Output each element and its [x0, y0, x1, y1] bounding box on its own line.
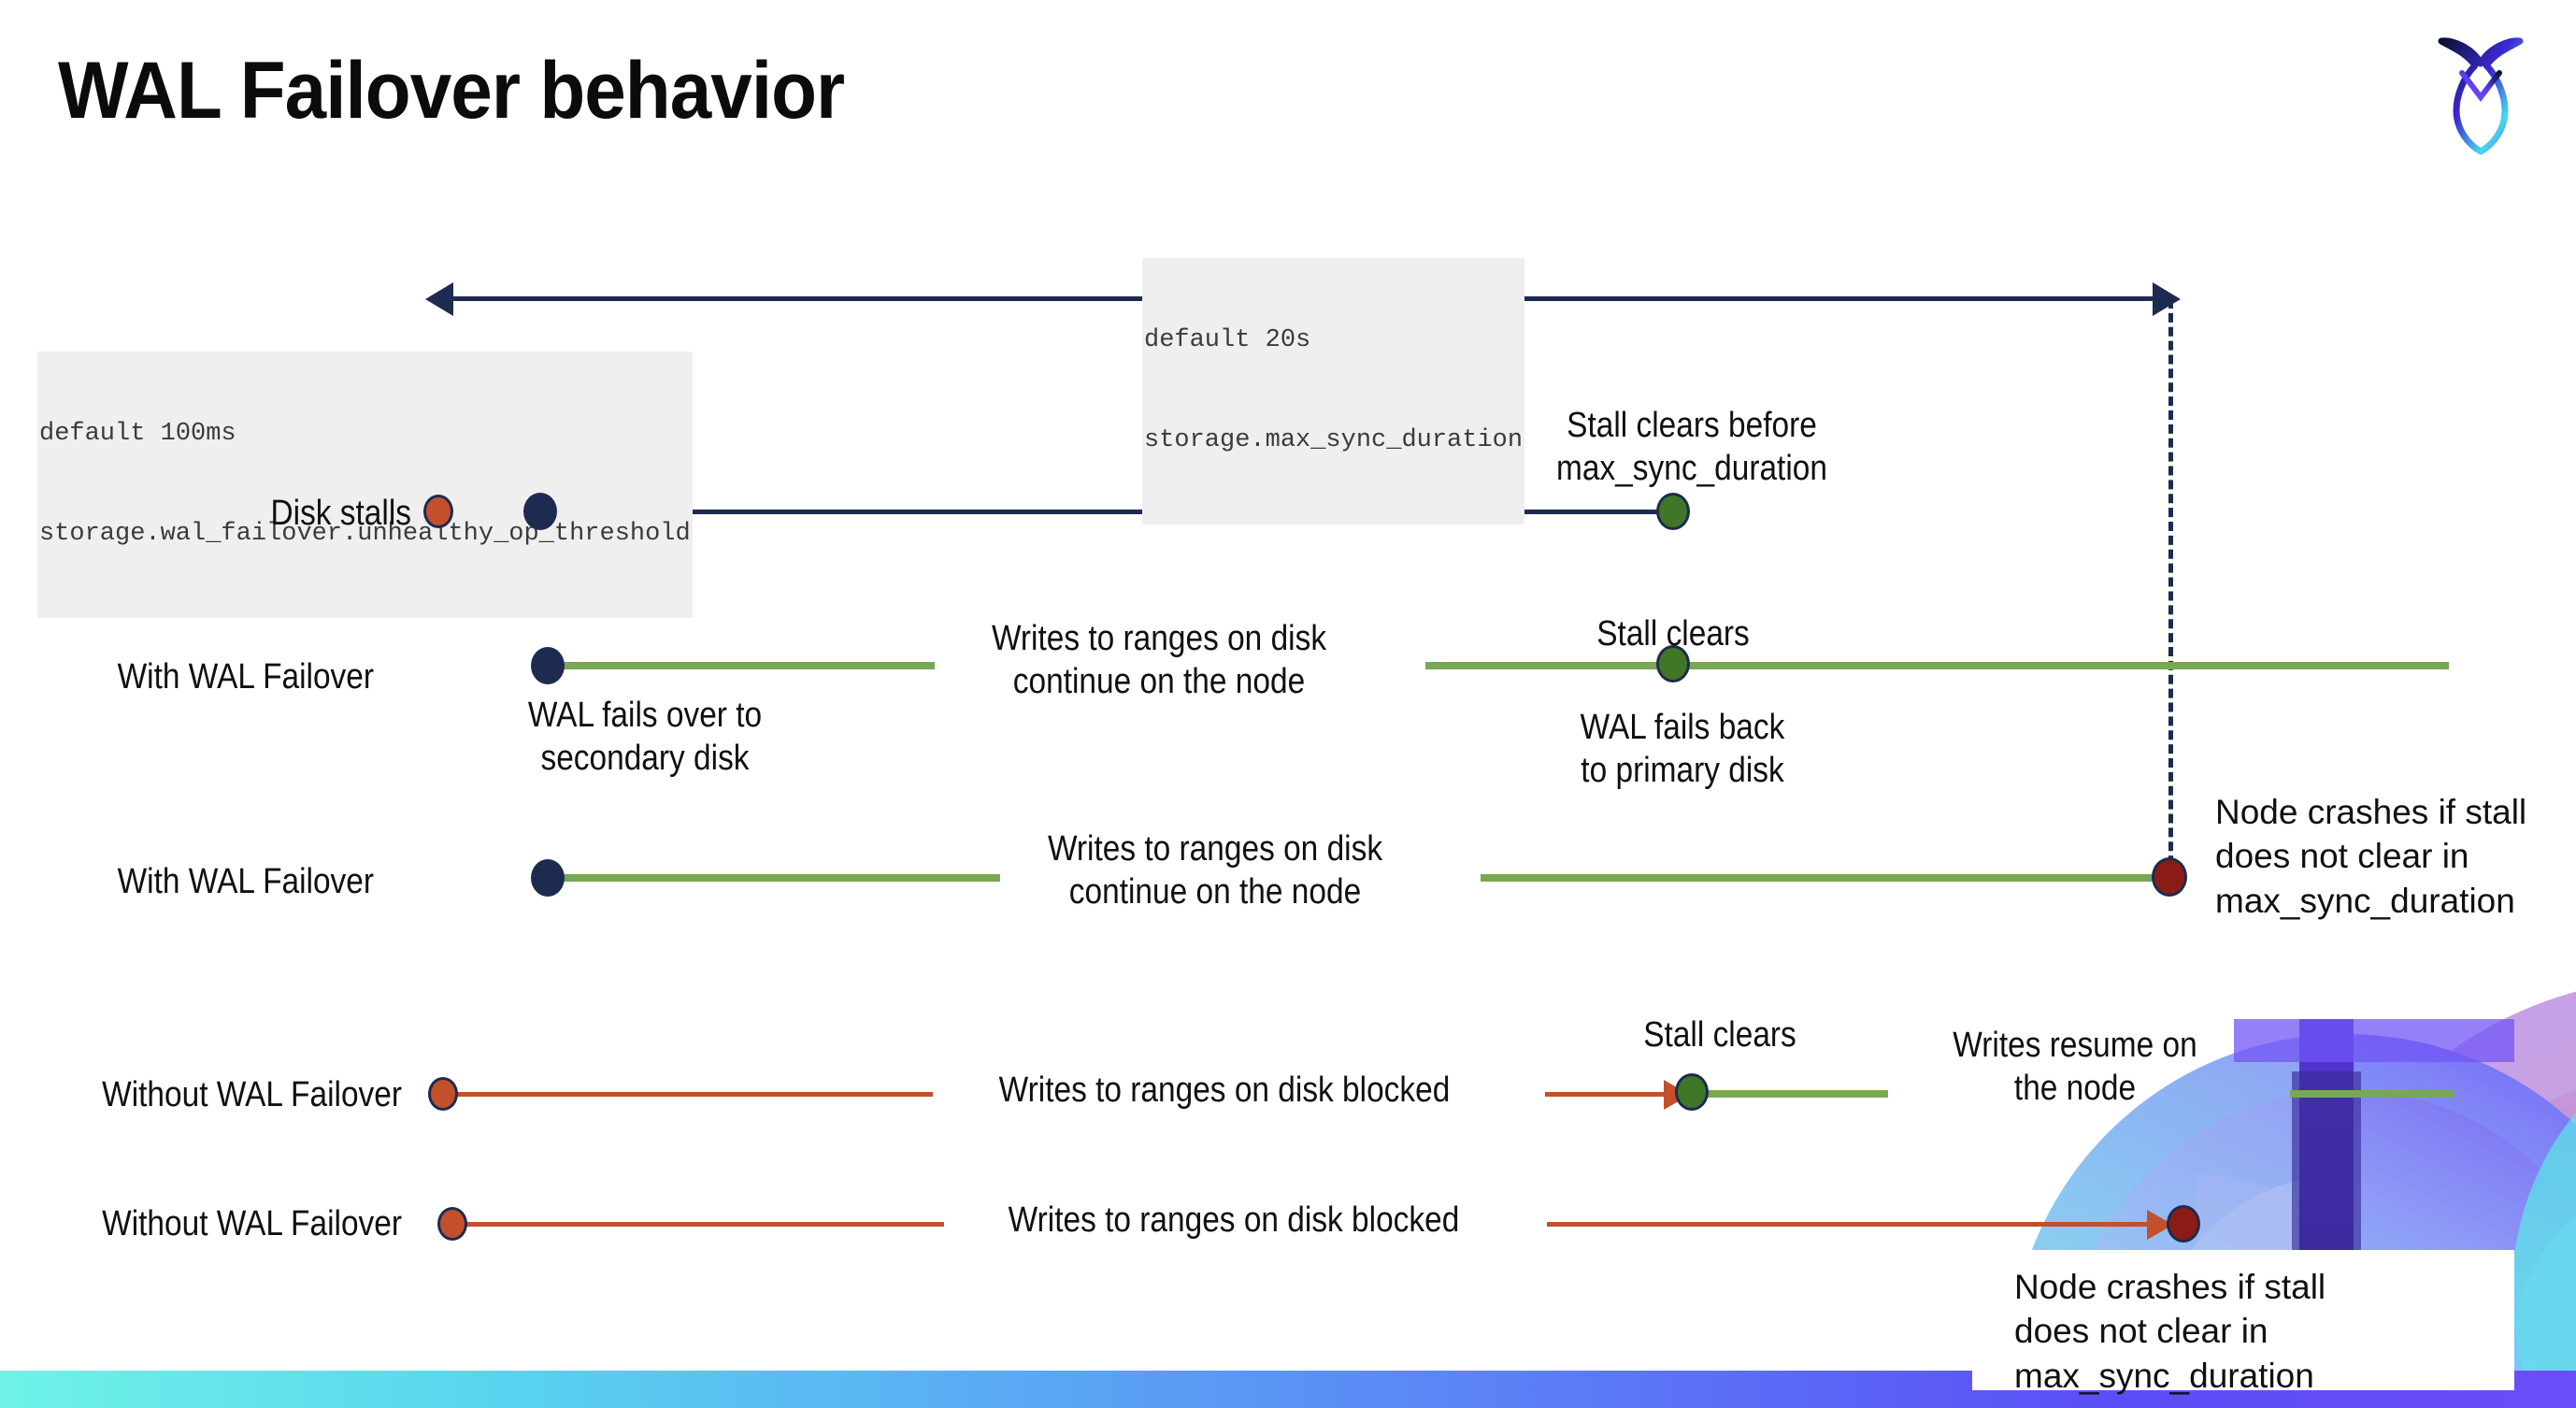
max-sync-duration-arrow-right	[2153, 282, 2181, 316]
note-writes-blocked-2-text: Writes to ranges on disk blocked	[1008, 1200, 1460, 1240]
unhealthy-op-threshold-label: default 100ms storage.wal_failover.unhea…	[37, 352, 693, 618]
note-writes-blocked-1-text: Writes to ranges on disk blocked	[998, 1070, 1451, 1110]
without-wal-failover-2-crash-dot	[2167, 1205, 2200, 1243]
with-wal-failover-1-clear-dot	[1656, 645, 1690, 682]
row-label-disk-stalls: Disk stalls	[270, 494, 411, 533]
note-node-crashes-1-line2: does not clear in	[2215, 837, 2469, 876]
max-sync-duration-dashed-guide	[2168, 299, 2173, 879]
note-writes-continue-2-line2: continue on the node	[1068, 872, 1362, 912]
note-writes-continue-1-line1: Writes to ranges on disk	[991, 619, 1327, 658]
unhealthy-op-threshold-default: default 100ms	[39, 418, 236, 452]
max-sync-duration-label: default 20s storage.max_sync_duration	[1142, 258, 1525, 524]
with-wal-failover-1-line-a	[542, 662, 935, 669]
note-wal-fails-over-line1: WAL fails over to	[527, 696, 763, 735]
row-label-without-wal-failover-1: Without WAL Failover	[102, 1075, 402, 1114]
note-wal-fails-over-line2: secondary disk	[540, 739, 750, 779]
note-writes-resume-line1: Writes resume on	[1953, 1026, 2197, 1065]
note-node-crashes-2-line2: does not clear in	[2014, 1312, 2268, 1351]
note-writes-resume-line2: the node	[2013, 1069, 2137, 1109]
note-writes-continue-2: Writes to ranges on disk continue on the…	[1026, 827, 1405, 914]
note-node-crashes-2: Node crashes if stall does not clear in …	[2014, 1265, 2407, 1398]
note-stall-clears-before: Stall clears before max_sync_duration	[1544, 404, 1840, 491]
note-stall-clears-before-line2: max_sync_duration	[1556, 449, 1827, 489]
with-wal-failover-1-line-b	[1425, 662, 2449, 669]
without-wal-failover-1-line-d	[2290, 1090, 2454, 1098]
note-node-crashes-2-line3: max_sync_duration	[2014, 1356, 2314, 1395]
disk-stalls-failover-dot	[523, 493, 557, 530]
page-title: WAL Failover behavior	[58, 46, 845, 136]
without-wal-failover-1-clear-dot	[1675, 1073, 1709, 1111]
disk-stalls-start-dot	[423, 495, 453, 528]
disk-stalls-clear-dot	[1656, 493, 1690, 530]
note-writes-resume: Writes resume on the node	[1939, 1024, 2211, 1111]
without-wal-failover-2-line-a	[458, 1222, 944, 1227]
note-node-crashes-1-line3: max_sync_duration	[2215, 881, 2515, 920]
note-writes-blocked-1: Writes to ranges on disk blocked	[969, 1069, 1480, 1112]
note-node-crashes-2-line1: Node crashes if stall	[2014, 1268, 2326, 1306]
disk-stalls-timeline	[437, 510, 1671, 514]
note-stall-clears-before-line1: Stall clears before	[1567, 406, 1817, 445]
with-wal-failover-2-crash-dot	[2152, 857, 2187, 897]
cockroachdb-logo-icon	[2438, 37, 2524, 155]
without-wal-failover-1-line-c	[1706, 1090, 1888, 1098]
max-sync-duration-default: default 20s	[1144, 324, 1311, 358]
note-node-crashes-1-line1: Node crashes if stall	[2215, 793, 2527, 831]
without-wal-failover-1-start-dot	[428, 1077, 458, 1111]
note-wal-fails-back-line1: WAL fails back	[1580, 708, 1785, 747]
note-wal-fails-back: WAL fails back to primary disk	[1542, 706, 1822, 793]
row-label-with-wal-failover-1: With WAL Failover	[117, 657, 375, 697]
max-sync-duration-name: storage.max_sync_duration	[1144, 424, 1524, 458]
without-wal-failover-1-line-a	[447, 1092, 933, 1097]
note-writes-blocked-2: Writes to ranges on disk blocked	[979, 1199, 1489, 1242]
with-wal-failover-2-line-b	[1481, 874, 2168, 882]
with-wal-failover-1-start-dot	[531, 647, 565, 684]
note-node-crashes-1: Node crashes if stall does not clear in …	[2215, 790, 2576, 923]
max-sync-duration-arrow-left	[425, 282, 453, 316]
note-writes-continue-1: Writes to ranges on disk continue on the…	[970, 617, 1349, 704]
note-writes-continue-2-line1: Writes to ranges on disk	[1047, 829, 1383, 869]
without-wal-failover-1-line-b	[1545, 1092, 1667, 1097]
row-label-with-wal-failover-2: With WAL Failover	[117, 862, 375, 901]
note-writes-continue-1-line2: continue on the node	[1012, 662, 1306, 702]
without-wal-failover-2-start-dot	[437, 1207, 467, 1241]
note-wal-fails-back-line2: to primary disk	[1581, 751, 1784, 791]
with-wal-failover-2-line-a	[542, 874, 1000, 882]
note-wal-fails-over: WAL fails over to secondary disk	[480, 694, 809, 781]
unhealthy-op-threshold-name: storage.wal_failover.unhealthy_op_thresh…	[39, 518, 691, 552]
row-label-without-wal-failover-2: Without WAL Failover	[102, 1204, 402, 1243]
note-stall-clears-2-text: Stall clears	[1643, 1015, 1796, 1055]
caption-backdrop	[1972, 1250, 2514, 1390]
note-stall-clears-2: Stall clears	[1596, 1013, 1843, 1056]
with-wal-failover-2-start-dot	[531, 859, 565, 897]
without-wal-failover-2-line-b	[1547, 1222, 2150, 1227]
